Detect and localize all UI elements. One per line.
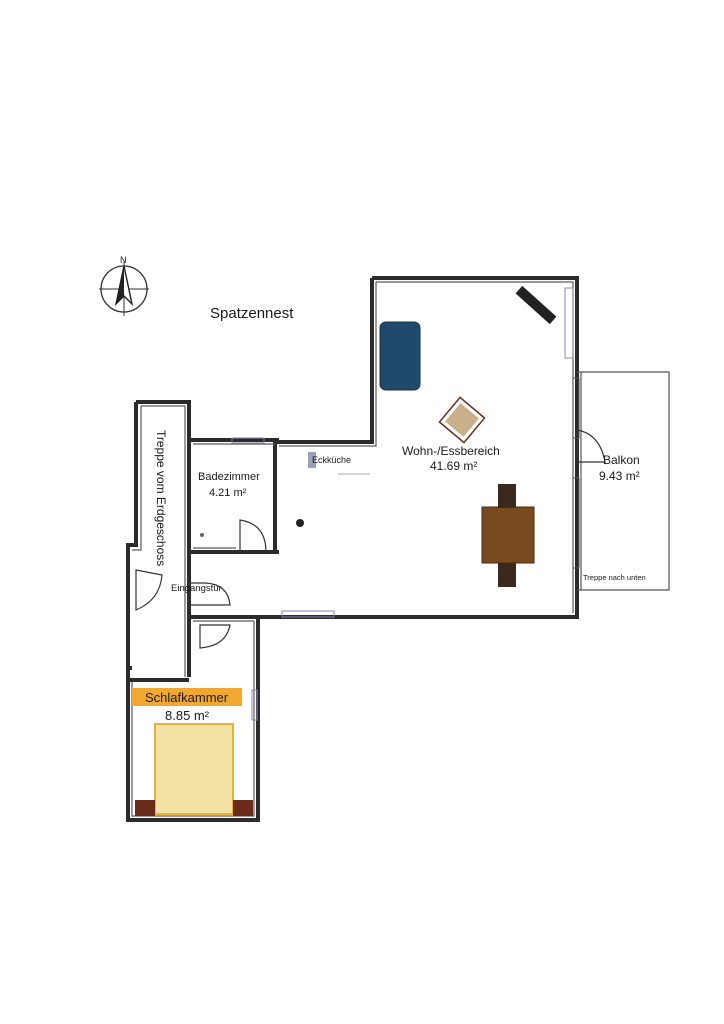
- room-schlaf-name: Schlafkammer: [145, 690, 229, 705]
- label-stairs-up: Treppe vom Erdgeschoss: [154, 430, 168, 566]
- window-bath: [231, 437, 265, 444]
- room-balkon-name: Balkon: [603, 453, 640, 467]
- room-balkon-area: 9.43 m²: [599, 469, 640, 483]
- window-balcony-door-2: [572, 477, 580, 569]
- compass-letter: N: [120, 255, 127, 265]
- room-wohn-area: 41.69 m²: [430, 459, 477, 473]
- door-bedroom: [199, 624, 231, 649]
- window-living-1: [564, 287, 574, 359]
- dining-chair-bottom: [498, 563, 516, 587]
- doors: [135, 429, 606, 649]
- bath-fixture-icon: [200, 533, 204, 537]
- tv: [515, 285, 557, 325]
- bed: [154, 723, 234, 815]
- window-living-bottom: [281, 610, 335, 618]
- label-kitchen: Eckküche: [312, 455, 351, 465]
- kitchen-stove-icon: [296, 519, 304, 527]
- room-bad-name: Badezimmer: [198, 471, 260, 483]
- room-schlaf-name-a: Schlaf: [145, 690, 182, 705]
- room-schlaf-name-b: kammer: [181, 690, 229, 705]
- kitchen-counter: [308, 452, 316, 468]
- armchair: [438, 396, 486, 444]
- label-highlight: [132, 688, 242, 706]
- room-wohn-name: Wohn-/Essbereich: [402, 444, 500, 458]
- dining-chair-top: [498, 484, 516, 508]
- window-balcony-door: [572, 377, 580, 439]
- door-balcony: [576, 429, 606, 463]
- compass-needle-fill: [116, 266, 124, 304]
- plan-title: Spatzennest: [210, 305, 294, 322]
- window-bedroom: [251, 689, 258, 721]
- door-bath: [239, 519, 267, 553]
- nightstand-right: [233, 800, 253, 816]
- room-bad-area: 4.21 m²: [209, 487, 247, 499]
- compass: N: [99, 255, 149, 316]
- room-schlaf-area: 8.85 m²: [165, 708, 210, 723]
- label-stairs-down: Treppe nach unten: [583, 573, 646, 582]
- dining-table: [481, 506, 535, 564]
- door-stairs: [135, 569, 163, 611]
- sofa: [379, 321, 421, 391]
- windows: [231, 287, 580, 721]
- nightstand-left: [135, 800, 155, 816]
- label-entrance: Eingangstür: [171, 583, 222, 594]
- door-entrance: [188, 582, 231, 606]
